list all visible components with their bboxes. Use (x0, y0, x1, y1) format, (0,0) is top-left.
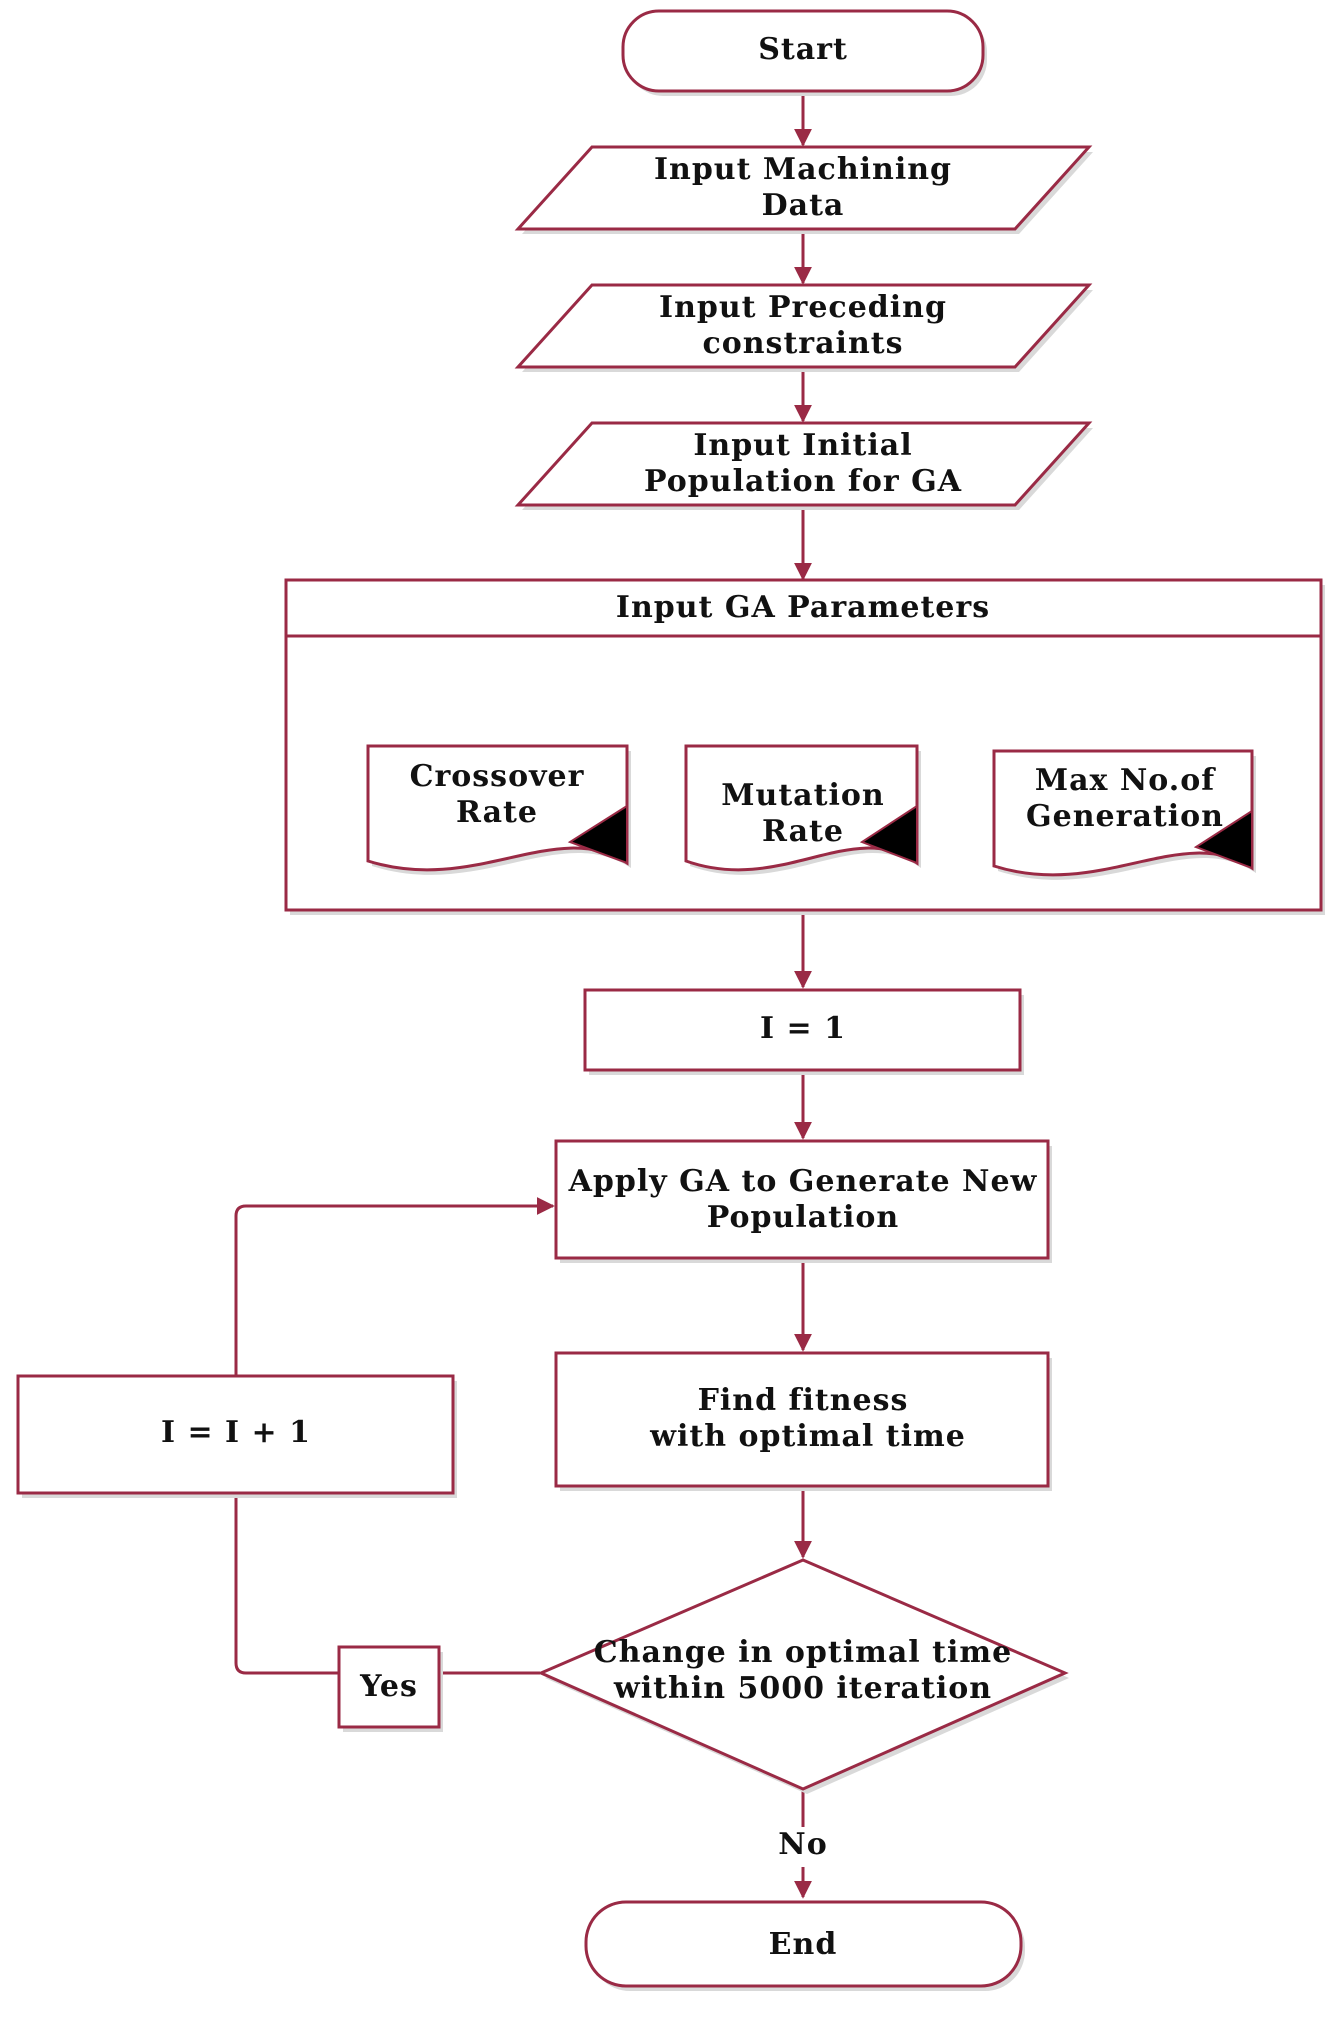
end-terminal: End (584, 1900, 1025, 1991)
edge-yes-to-increment (234, 1494, 338, 1675)
init-counter-label: I = 1 (760, 1011, 846, 1046)
mutation-corner-icon (859, 804, 918, 865)
max-generation-corner-icon (1193, 809, 1253, 870)
crossover-line1: Crossover (410, 759, 585, 794)
init-counter-box: I = 1 (583, 988, 1024, 1075)
crossover-rate-document: Crossover Rate (366, 744, 631, 875)
yes-branch-label: Yes (337, 1645, 443, 1732)
end-label: End (769, 1927, 838, 1962)
decision-line1: Change in optimal time (594, 1635, 1012, 1670)
no-label-background (773, 1827, 833, 1867)
increment-counter-label: I = I + 1 (161, 1415, 311, 1450)
edge-increment-to-apply-ga (234, 1197, 555, 1375)
increment-counter-box: I = I + 1 (16, 1374, 457, 1498)
max-generation-document: Max No.of Generation (992, 749, 1256, 880)
start-label: Start (758, 32, 848, 67)
input-preceding-constraints: Input Preceding constraints (514, 283, 1093, 372)
find-fitness-line1: Find fitness (698, 1383, 909, 1418)
max-generation-line2: Generation (1026, 799, 1224, 834)
crossover-corner-icon (567, 804, 628, 865)
find-fitness-line2: with optimal time (649, 1419, 966, 1454)
apply-ga-line1: Apply GA to Generate New (568, 1164, 1038, 1199)
apply-ga-box: Apply GA to Generate New Population (554, 1139, 1052, 1263)
apply-ga-line2: Population (707, 1200, 899, 1235)
no-label: No (778, 1827, 827, 1862)
ga-parameters-title: Input GA Parameters (616, 590, 990, 625)
mutation-line1: Mutation (721, 778, 884, 813)
yes-label: Yes (359, 1669, 418, 1704)
start-terminal: Start (621, 9, 987, 96)
input-initial-line2: Population for GA (644, 464, 962, 499)
decision-diamond: Change in optimal time within 5000 itera… (537, 1558, 1069, 1794)
input-preceding-line2: constraints (702, 326, 903, 361)
input-preceding-line1: Input Preceding (659, 290, 947, 325)
input-machining-line1: Input Machining (654, 152, 952, 187)
find-fitness-box: Find fitness with optimal time (554, 1351, 1052, 1491)
decision-line2: within 5000 iteration (613, 1671, 992, 1706)
input-machining-line2: Data (762, 188, 845, 223)
mutation-line2: Rate (762, 814, 844, 849)
input-initial-population: Input Initial Population for GA (514, 421, 1093, 510)
crossover-line2: Rate (456, 795, 538, 830)
max-generation-line1: Max No.of (1035, 763, 1216, 798)
input-machining-data: Input Machining Data (514, 145, 1093, 234)
mutation-rate-document: Mutation Rate (684, 744, 921, 875)
input-initial-line1: Input Initial (693, 428, 912, 463)
